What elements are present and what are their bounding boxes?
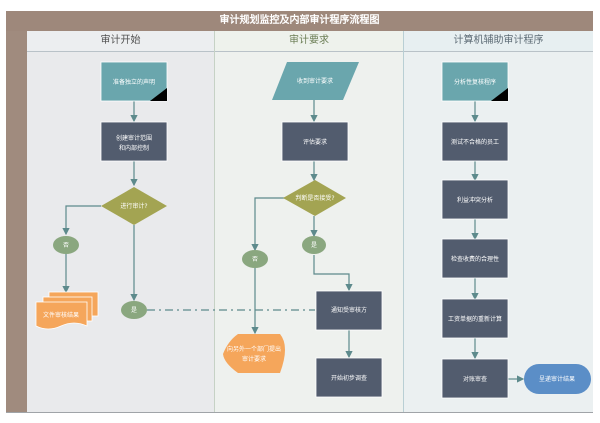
node-create-scope[interactable]: 创建审计范围 和内部控制 bbox=[100, 121, 168, 162]
corner-fold-icon bbox=[150, 88, 167, 101]
label-no-2: 否 bbox=[242, 250, 268, 268]
node-prepare-statement[interactable]: 准备独立的声明 bbox=[100, 61, 168, 102]
lane-header-caat: 计算机辅助审计程序 bbox=[404, 31, 593, 52]
svg-text:和内部控制: 和内部控制 bbox=[119, 144, 149, 152]
node-analyze-procedure[interactable]: 分析性复核程序 bbox=[441, 61, 509, 102]
svg-text:文件审核结果: 文件审核结果 bbox=[43, 311, 79, 319]
node-other-department[interactable]: 向另外一个部门提出 审计要求 bbox=[223, 334, 285, 373]
node-notify-auditee[interactable]: 通知受审核方 bbox=[315, 290, 383, 331]
node-conflict-analysis[interactable]: 利益冲突分析 bbox=[441, 179, 509, 220]
node-reconcile-audit[interactable]: 对账审查 bbox=[441, 358, 509, 399]
svg-text:检查收费的合理性: 检查收费的合理性 bbox=[451, 255, 499, 263]
corner-fold-icon bbox=[491, 88, 508, 101]
node-receive-request[interactable]: 收到审计要求 bbox=[272, 62, 359, 100]
node-test-employees[interactable]: 测试不合格的员工 bbox=[441, 121, 509, 162]
svg-text:分析性复核程序: 分析性复核程序 bbox=[454, 78, 496, 86]
node-document-results[interactable]: 文件审核结果 bbox=[35, 291, 99, 330]
svg-text:创建审计范围: 创建审计范围 bbox=[116, 134, 152, 142]
bottom-border bbox=[6, 412, 593, 413]
svg-text:向另外一个部门提出: 向另外一个部门提出 bbox=[227, 345, 281, 353]
svg-text:收到审计要求: 收到审计要求 bbox=[297, 77, 333, 85]
node-payroll-recalc[interactable]: 工资单据的重新计算 bbox=[441, 298, 509, 339]
connector-decision-to-no bbox=[62, 205, 101, 236]
left-strip bbox=[6, 31, 27, 413]
svg-text:是: 是 bbox=[131, 307, 137, 314]
svg-text:审计要求: 审计要求 bbox=[242, 355, 266, 363]
decision-conduct-audit[interactable]: 进行审计? bbox=[101, 187, 167, 225]
svg-text:测试不合格的员工: 测试不合格的员工 bbox=[451, 138, 499, 146]
diagram-title: 审计规划监控及内部审计程序流程图 bbox=[6, 11, 593, 31]
decision-judge-approve[interactable]: 判断是否接受? bbox=[283, 180, 346, 216]
svg-text:否: 否 bbox=[252, 256, 258, 263]
label-no-1: 否 bbox=[53, 236, 79, 254]
svg-text:进行审计?: 进行审计? bbox=[120, 202, 147, 210]
svg-text:利益冲突分析: 利益冲突分析 bbox=[457, 196, 493, 204]
lane-header-audit-request: 审计要求 bbox=[215, 31, 403, 52]
svg-text:是: 是 bbox=[311, 242, 317, 249]
connectors bbox=[62, 100, 525, 383]
svg-text:通知受审核方: 通知受审核方 bbox=[331, 306, 367, 314]
svg-text:否: 否 bbox=[63, 242, 69, 249]
label-yes-2: 是 bbox=[302, 236, 326, 254]
node-submit-results[interactable]: 呈递审计结果 bbox=[524, 364, 591, 394]
svg-text:呈递审计结果: 呈递审计结果 bbox=[539, 375, 575, 383]
svg-text:准备独立的声明: 准备独立的声明 bbox=[113, 78, 155, 86]
node-check-revenue[interactable]: 检查收费的合理性 bbox=[441, 238, 509, 279]
node-evaluate-request[interactable]: 评估要求 bbox=[281, 121, 349, 162]
node-start-preliminary[interactable]: 开始初步调查 bbox=[315, 357, 383, 398]
svg-text:开始初步调查: 开始初步调查 bbox=[331, 374, 367, 382]
svg-text:对账审查: 对账审查 bbox=[463, 375, 487, 383]
connector-yes-to-notify-box bbox=[313, 255, 353, 292]
lane-header-audit-start: 审计开始 bbox=[27, 31, 214, 52]
label-yes-1: 是 bbox=[121, 301, 147, 319]
connector-judge-to-no bbox=[251, 197, 285, 252]
svg-text:判断是否接受?: 判断是否接受? bbox=[295, 194, 334, 202]
svg-text:评估要求: 评估要求 bbox=[303, 138, 327, 146]
svg-text:工资单据的重新计算: 工资单据的重新计算 bbox=[448, 315, 502, 323]
